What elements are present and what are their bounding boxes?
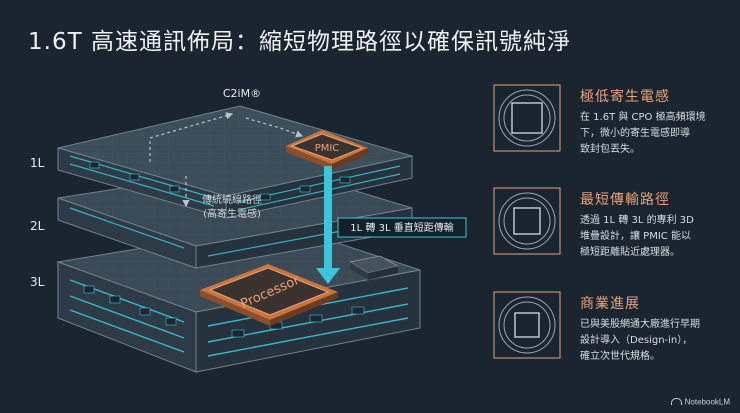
layer-label-3l: 3L [30, 275, 45, 289]
benefit-title: 最短傳輸路徑 [580, 192, 670, 208]
layer-label-1l: 1L [30, 156, 45, 170]
vertical-transfer-callout: 1L 轉 3L 垂直短距傳輸 [337, 217, 467, 238]
notebooklm-icon [670, 398, 682, 405]
benefit-title: 商業進展 [580, 296, 640, 312]
benefit-line: 透過 1L 轉 3L 的專利 3D [580, 215, 694, 226]
benefit-line: 下，微小的寄生電感即導 [580, 128, 690, 139]
layer-stack-diagram: Processor PMI [30, 87, 467, 373]
concentric-square-icon [493, 187, 561, 255]
concentric-square-icon [493, 84, 561, 152]
layer-label-2l: 2L [30, 219, 45, 233]
traditional-path-label: 傳統繞線路徑 [202, 193, 262, 206]
benefit-line: 極短距離貼近處理器。 [580, 247, 680, 258]
benefit-item: 商業進展 已與美股網通大廠進行早期 設計導入（Design-in）， 確立次世代… [493, 291, 733, 381]
vertical-transfer-label: 1L 轉 3L 垂直短距傳輸 [350, 221, 453, 234]
c2im-label: C2iM® [223, 87, 261, 100]
concentric-square-icon [493, 291, 561, 359]
benefit-line: 確立次世代規格。 [580, 351, 660, 362]
benefit-item: 極低寄生電感 在 1.6T 與 CPO 極高頻環境 下，微小的寄生電感即導 致封… [493, 84, 733, 174]
benefit-line: 致封包丟失。 [580, 144, 640, 155]
processor-chip: Processor [200, 264, 338, 326]
benefit-item: 最短傳輸路徑 透過 1L 轉 3L 的專利 3D 堆疊設計，讓 PMIC 能以 … [493, 187, 733, 277]
vertical-transfer-arrow [316, 166, 340, 284]
pmic-label: PMIC [315, 143, 340, 154]
benefit-description: 已與美股網通大廠進行早期 設計導入（Design-in）， 確立次世代規格。 [580, 317, 730, 365]
benefit-title: 極低寄生電感 [580, 89, 670, 105]
benefit-line: 設計導入（Design-in）， [580, 335, 693, 346]
benefit-line: 已與美股網通大廠進行早期 [580, 319, 700, 330]
page-title: 1.6T 高速通訊佈局：縮短物理路徑以確保訊號純淨 [28, 29, 571, 55]
benefit-line: 堆疊設計，讓 PMIC 能以 [580, 231, 691, 242]
traditional-path-arrows [149, 112, 304, 208]
benefit-description: 在 1.6T 與 CPO 極高頻環境 下，微小的寄生電感即導 致封包丟失。 [580, 110, 730, 158]
benefit-description: 透過 1L 轉 3L 的專利 3D 堆疊設計，讓 PMIC 能以 極短距離貼近處… [580, 213, 730, 261]
benefit-line: 在 1.6T 與 CPO 極高頻環境 [580, 112, 706, 123]
notebooklm-label: NotebookLM [684, 397, 730, 406]
notebooklm-watermark: NotebookLM [670, 397, 730, 406]
traditional-path-sublabel: (高寄生電感) [203, 207, 261, 220]
pmic-chip: PMIC [286, 130, 368, 170]
